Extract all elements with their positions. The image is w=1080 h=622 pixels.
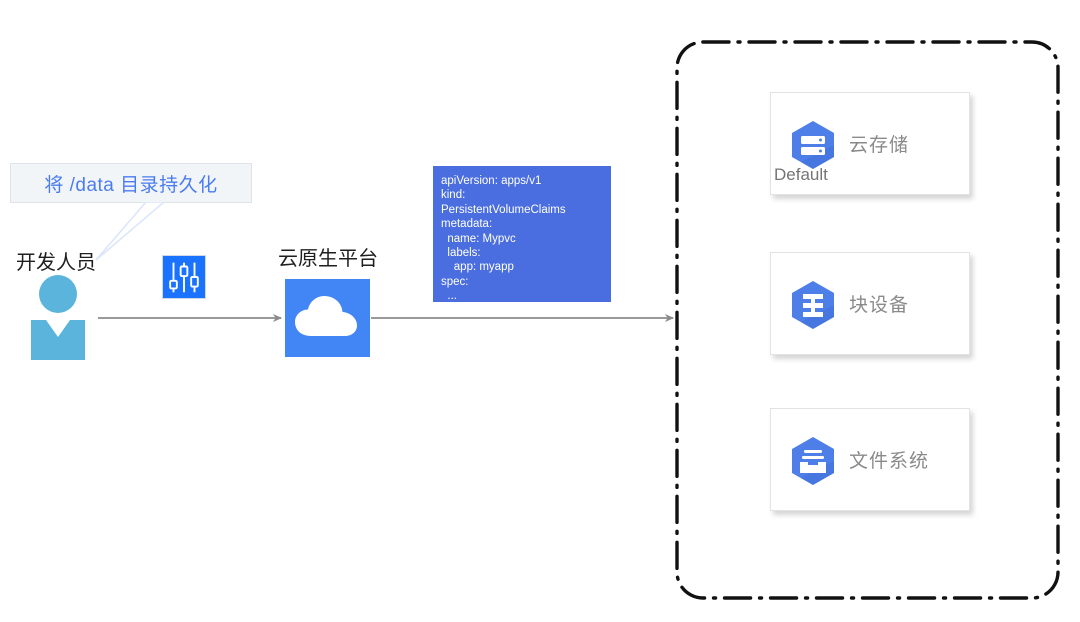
card-icon-area <box>771 409 849 510</box>
yaml-code: apiVersion: apps/v1 kind: PersistentVolu… <box>441 175 566 303</box>
sliders-icon <box>162 255 206 299</box>
card-label: 块设备 <box>849 295 910 316</box>
actor-label: 开发人员 <box>16 252 96 274</box>
storage-card-cloud-storage[interactable]: Default 云存储 <box>770 92 970 195</box>
person-icon <box>31 275 85 360</box>
callout-text: 将 /data 目录持久化 <box>44 174 218 196</box>
cloud-platform-box <box>285 279 370 357</box>
callout-tail-icon <box>96 202 164 261</box>
platform-label: 云原生平台 <box>278 248 378 270</box>
card-label: 云存储 <box>849 135 910 156</box>
storage-panel: Default 云存储 块设备 <box>675 40 1060 600</box>
card-icon-area <box>771 253 849 354</box>
storage-panel-border <box>675 40 1060 600</box>
yaml-manifest: apiVersion: apps/v1 kind: PersistentVolu… <box>433 166 611 302</box>
card-sub-label: Default <box>774 165 828 184</box>
filestore-icon <box>792 437 834 485</box>
cloud-icon <box>295 296 357 336</box>
storage-card-file-system[interactable]: 文件系统 <box>770 408 970 511</box>
card-label: 文件系统 <box>849 451 930 472</box>
cloud-storage-icon <box>792 121 834 169</box>
persistent-disk-icon <box>792 281 834 329</box>
storage-card-block-device[interactable]: 块设备 <box>770 252 970 355</box>
card-icon-area: Default <box>771 93 849 194</box>
callout-bubble: 将 /data 目录持久化 <box>10 163 252 203</box>
